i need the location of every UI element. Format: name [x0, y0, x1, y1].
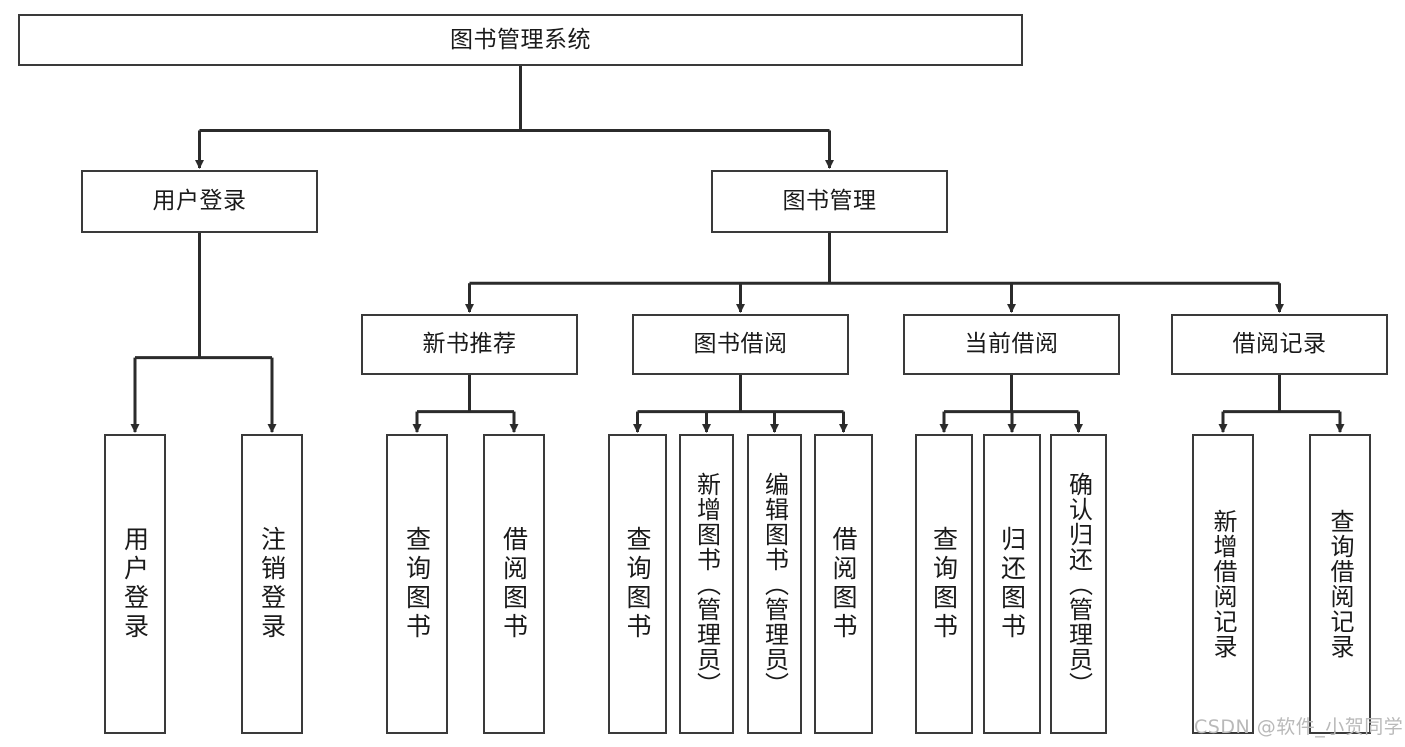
node-borrow-record: 借阅记录 — [1171, 314, 1388, 375]
node-label: 查询借阅记录 — [1326, 509, 1354, 659]
node-book-borrow: 图书借阅 — [632, 314, 849, 375]
node-book-manage: 图书管理 — [711, 170, 948, 233]
node-new-book-rec: 新书推荐 — [361, 314, 578, 375]
node-label: 新书推荐 — [422, 331, 517, 358]
watermark-text: CSDN @软件_小贺同学 — [1194, 716, 1404, 738]
node-leaf-bb-borrow: 借阅图书 — [814, 434, 873, 734]
node-label: 新增借阅记录 — [1209, 509, 1237, 659]
edges — [130, 66, 1345, 433]
node-label: 新增图书（管理员） — [692, 471, 721, 697]
node-label: 查询图书 — [623, 526, 652, 642]
node-leaf-rec-borrow: 借阅图书 — [483, 434, 545, 734]
node-leaf-bb-query: 查询图书 — [608, 434, 667, 734]
node-label: 借阅记录 — [1232, 331, 1327, 358]
node-current-borrow: 当前借阅 — [903, 314, 1120, 375]
node-leaf-bb-edit: 编辑图书（管理员） — [747, 434, 802, 734]
node-leaf-user-logout: 注销登录 — [241, 434, 303, 734]
node-leaf-br-add: 新增借阅记录 — [1192, 434, 1254, 734]
node-leaf-bb-add: 新增图书（管理员） — [679, 434, 734, 734]
node-leaf-cb-return: 归还图书 — [983, 434, 1041, 734]
node-label: 查询图书 — [402, 526, 432, 642]
node-label: 图书管理 — [782, 188, 877, 215]
node-label: 编辑图书（管理员） — [760, 471, 789, 697]
node-label: 当前借阅 — [964, 331, 1059, 358]
node-user-login: 用户登录 — [81, 170, 318, 233]
node-label: 图书管理系统 — [450, 26, 591, 53]
node-label: 用户登录 — [120, 526, 150, 642]
node-root: 图书管理系统 — [18, 14, 1023, 66]
node-label: 借阅图书 — [499, 526, 529, 642]
node-label: 查询图书 — [929, 526, 959, 642]
node-label: 确认归还（管理员） — [1064, 471, 1093, 697]
node-label: 注销登录 — [257, 526, 287, 642]
node-label: 用户登录 — [152, 188, 247, 215]
node-leaf-rec-query: 查询图书 — [386, 434, 448, 734]
node-label: 归还图书 — [997, 526, 1027, 642]
node-leaf-br-query: 查询借阅记录 — [1309, 434, 1371, 734]
node-leaf-cb-confirm: 确认归还（管理员） — [1050, 434, 1107, 734]
node-label: 借阅图书 — [829, 526, 858, 642]
node-leaf-user-login: 用户登录 — [104, 434, 166, 734]
node-label: 图书借阅 — [693, 331, 788, 358]
node-leaf-cb-query: 查询图书 — [915, 434, 973, 734]
